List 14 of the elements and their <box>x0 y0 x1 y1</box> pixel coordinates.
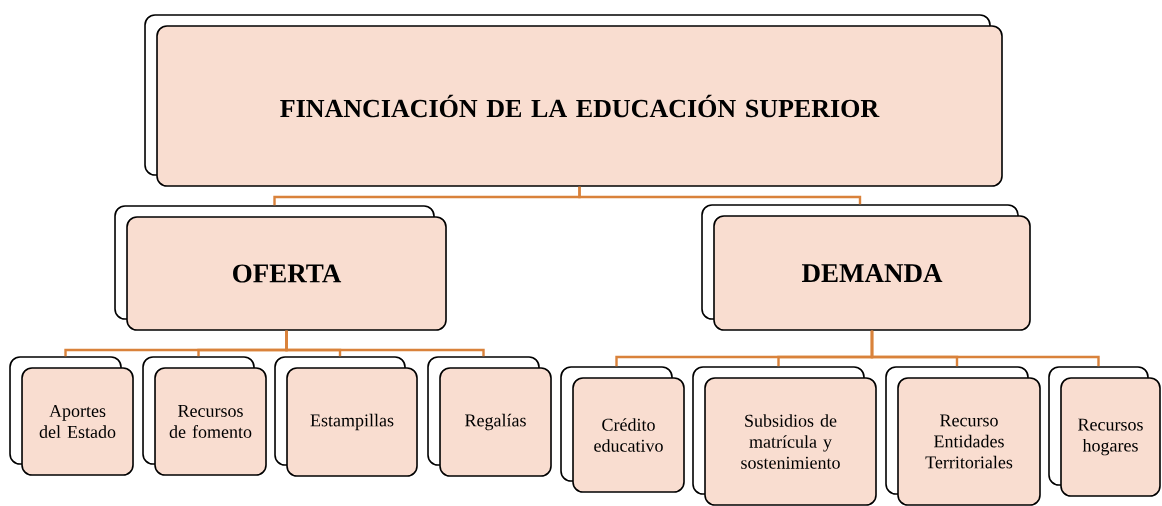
process-box: Recurso Entidades Territoriales <box>885 366 1041 506</box>
process-box: Recursos hogares <box>1048 366 1161 497</box>
connector <box>285 330 485 357</box>
process-box: Recursos de fomento <box>142 356 267 476</box>
process-box: Subsidios de matrícula y sostenimiento <box>692 366 877 506</box>
process-box: Regalías <box>427 356 552 477</box>
connector <box>870 330 1100 367</box>
process-box: Aportes del Estado <box>9 356 134 476</box>
process-box: FINANCIACIÓN DE LA EDUCACIÓN SUPERIOR <box>144 14 1003 187</box>
process-box: Crédito educativo <box>560 366 685 493</box>
process-box: DEMANDA <box>701 204 1031 331</box>
connector <box>578 186 862 205</box>
process-box: OFERTA <box>114 205 447 331</box>
process-box: Estampillas <box>274 356 418 477</box>
